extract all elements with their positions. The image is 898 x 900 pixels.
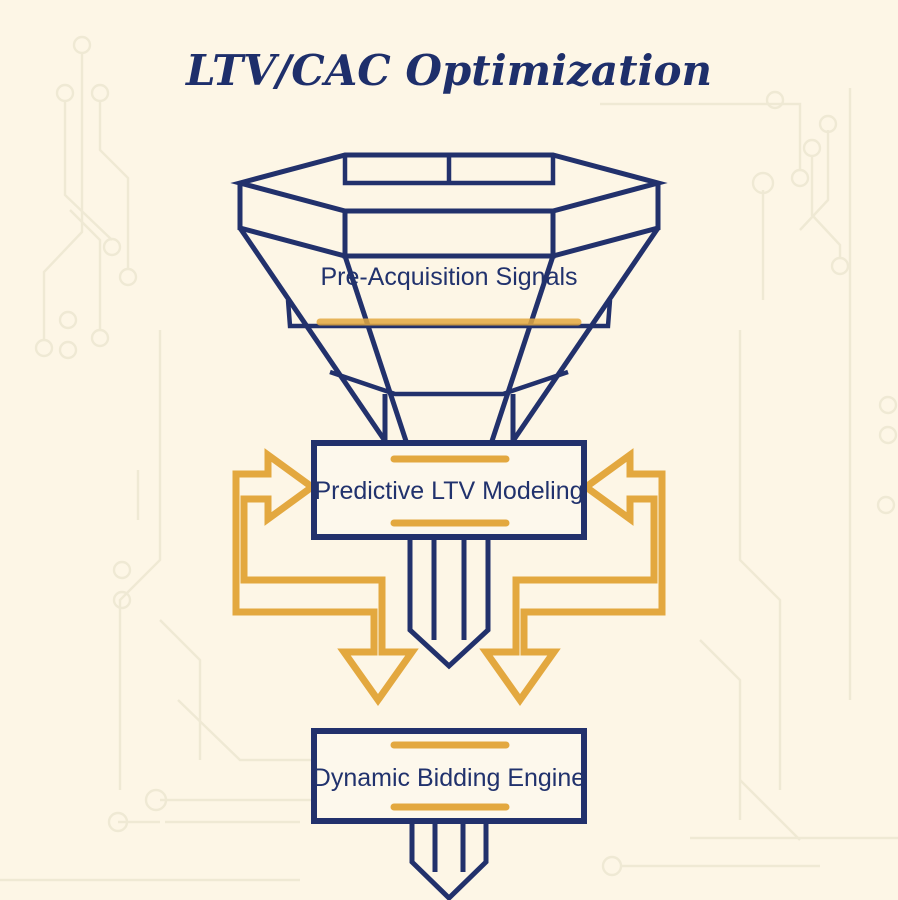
funnel-shape: Pre-Acquisition Signals xyxy=(230,152,668,443)
circuit-group-top-left xyxy=(34,35,138,358)
stage-box-predictive-ltv-modeling[interactable]: Predictive LTV Modeling xyxy=(311,440,587,540)
stage-label-dynamic-bidding-engine: Dynamic Bidding Engine xyxy=(313,764,585,792)
feedback-arrow-left-icon xyxy=(232,448,419,707)
feedback-arrow-right-icon xyxy=(479,448,666,707)
circuit-group-right-mid xyxy=(699,330,898,820)
funnel-stem-lower xyxy=(409,820,489,900)
circuit-group-bottom xyxy=(0,699,898,882)
page-title: LTV/CAC Optimization xyxy=(185,46,712,95)
stage-label-pre-acquisition-signals: Pre-Acquisition Signals xyxy=(320,263,577,291)
circuit-group-top-right xyxy=(600,88,852,700)
stage-label-predictive-ltv-modeling: Predictive LTV Modeling xyxy=(314,477,583,505)
circuit-group-left-mid xyxy=(58,310,202,790)
stage-box-dynamic-bidding-engine[interactable]: Dynamic Bidding Engine xyxy=(311,728,587,824)
funnel-stem-upper xyxy=(407,536,491,670)
